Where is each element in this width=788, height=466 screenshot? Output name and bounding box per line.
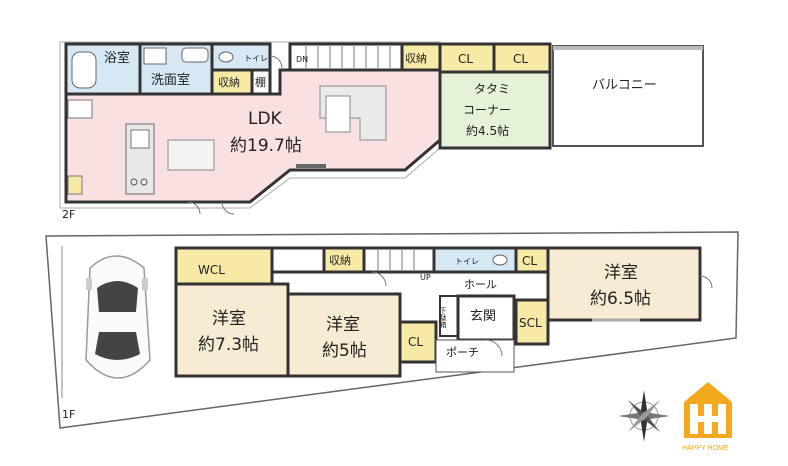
porch-label: ポーチ — [446, 346, 479, 359]
western-room-c — [546, 246, 702, 322]
western-c-size-label: 約6.5帖 — [590, 289, 651, 309]
western-b-label: 洋室 — [326, 315, 360, 335]
storage-label-1f: 収納 — [329, 254, 351, 267]
storage2-label-2f: 収納 — [405, 52, 427, 65]
storage-room-1f — [322, 246, 366, 274]
shelf-room — [250, 68, 272, 96]
scl-label: SCL — [519, 316, 542, 330]
tatami-label-1: タタミ — [474, 82, 510, 96]
tatami-corner — [438, 70, 552, 150]
shoe-closet — [514, 298, 550, 346]
stairs-up-label: UP — [420, 273, 431, 282]
shelf-label: 棚 — [255, 75, 266, 89]
floor-2: 2F 浴室 洗面室 トイレ 収納 棚 DN 収納 CL CL LDK 約19.7… — [59, 41, 704, 221]
floor-1: 1F WCL 収納 UP トイレ CL ホール 洋室 約7.3帖 洋室 約5帖 … — [45, 231, 739, 429]
car-icon — [85, 255, 151, 379]
tatami-label-2: コーナー — [463, 103, 511, 117]
balcony — [552, 45, 704, 147]
bath-label: 浴室 — [104, 50, 130, 66]
toilet-label-1f: トイレ — [455, 257, 479, 266]
happy-home-logo: HAPPY HOME — [682, 382, 732, 452]
ldk-size-label: 約19.7帖 — [230, 136, 302, 156]
wcl-label: WCL — [198, 263, 225, 277]
western-a-label: 洋室 — [212, 309, 246, 329]
entrance-room — [456, 294, 516, 342]
western-c-label: 洋室 — [604, 263, 638, 283]
storage-label-2f: 収納 — [218, 76, 240, 89]
entrance-label: 玄関 — [470, 309, 496, 324]
closet-top-label-1f: CL — [522, 254, 537, 268]
shoe-box-label: 下駄箱 — [439, 307, 447, 329]
balcony-label: バルコニー — [592, 78, 657, 93]
storage-room-2f — [210, 68, 254, 96]
floor-2-label: 2F — [62, 208, 75, 221]
western-a-size-label: 約7.3帖 — [198, 335, 259, 355]
walk-in-closet — [174, 246, 274, 286]
toilet-label-2f: トイレ — [244, 54, 268, 63]
stairs-1f — [362, 246, 436, 274]
western-room-a — [174, 282, 290, 378]
tatami-size-label: 約4.5帖 — [466, 123, 509, 138]
logo-text: HAPPY HOME — [682, 445, 729, 452]
hall-label: ホール — [464, 278, 497, 291]
western-b-size-label: 約5帖 — [322, 341, 367, 361]
floor-1-label: 1F — [62, 408, 75, 421]
ldk-label: LDK — [248, 109, 283, 129]
western-room-b — [286, 292, 402, 378]
closet-2-2f — [492, 42, 552, 74]
closet-1-label-2f: CL — [458, 52, 473, 66]
compass-icon — [618, 390, 670, 442]
washroom-label: 洗面室 — [151, 72, 190, 88]
closet-2-label-2f: CL — [513, 52, 528, 66]
stairs-dn-label: DN — [296, 55, 308, 64]
closet-mid-label-1f: CL — [408, 335, 423, 349]
